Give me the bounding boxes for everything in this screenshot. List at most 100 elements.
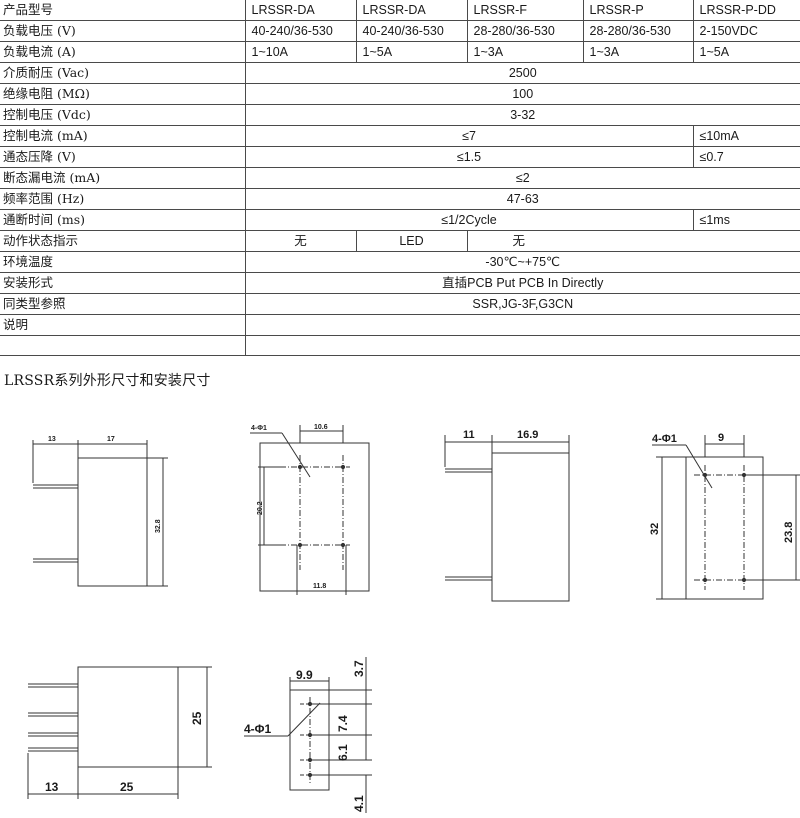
cell-value: 100 xyxy=(244,83,800,105)
cell-value: ≤2 xyxy=(244,167,800,189)
row-label xyxy=(0,335,246,356)
cell-value: 40-240/36-530 xyxy=(244,20,357,42)
row-label: 通断时间 (ms) xyxy=(0,209,246,231)
cell-value: 直插PCB Put PCB In Directly xyxy=(244,272,800,294)
model-name: LRSSR-P-DD xyxy=(692,0,800,21)
dim-label: 4-Φ1 xyxy=(251,425,267,432)
cell-value: ≤1/2Cycle xyxy=(244,209,694,231)
relay-outline xyxy=(289,689,330,791)
model-name: LRSSR-P xyxy=(582,0,694,21)
dim-label: 4-Φ1 xyxy=(652,433,677,445)
row-label: 控制电压 (Vdc) xyxy=(0,104,246,126)
dim-label: 3.7 xyxy=(352,660,366,677)
cell-value: ≤1ms xyxy=(692,209,800,231)
pin-hole xyxy=(340,542,346,548)
drawing-bottom-view-2: 4-Φ1 9 32 23.8 xyxy=(649,432,800,600)
dim-label: 25 xyxy=(190,711,204,725)
table-row: 环境温度 -30℃~+75℃ xyxy=(0,251,800,273)
pin-hole xyxy=(307,701,313,707)
cell-value: 1~3A xyxy=(582,41,694,63)
pin-hole xyxy=(702,472,708,478)
table-row: 控制电压 (Vdc) 3-32 xyxy=(0,104,800,126)
row-label: 动作状态指示 xyxy=(0,230,246,252)
dim-label: 9 xyxy=(718,432,724,444)
cell-value: ≤1.5 xyxy=(244,146,694,168)
dim-label: 17 xyxy=(107,436,115,443)
cell-value: 1~3A xyxy=(466,41,584,63)
dim-label: 13 xyxy=(45,780,59,794)
relay-outline xyxy=(259,442,370,592)
drawing-bottom-view-3: 9.9 3.7 4-Φ1 7.4 6.1 4.1 xyxy=(244,657,372,813)
table-row: 通态压降 (V) ≤1.5 ≤0.7 xyxy=(0,146,800,168)
dimension-drawings: 13 17 32.8 4-Φ1 10.6 20.2 11.8 xyxy=(27,424,800,813)
dim-label: 32 xyxy=(649,523,661,535)
drawing-side-view-1: 13 17 32.8 xyxy=(32,436,168,587)
dim-label: 20.2 xyxy=(257,501,264,515)
pin-hole xyxy=(307,772,313,778)
table-row: 动作状态指示 无 LED 无 xyxy=(0,230,800,252)
cell-value: 2-150VDC xyxy=(692,20,800,42)
table-row: 断态漏电流 (mA) ≤2 xyxy=(0,167,800,189)
pin-hole xyxy=(340,464,346,470)
cell-value: 无 xyxy=(244,230,357,252)
dim-label: 6.1 xyxy=(336,744,350,761)
dim-label: 25 xyxy=(120,780,134,794)
relay-body xyxy=(77,457,148,587)
row-label: 负载电流 (A) xyxy=(0,41,246,63)
drawing-bottom-view-1: 4-Φ1 10.6 20.2 11.8 xyxy=(250,424,370,595)
table-row: 控制电流 (mA) ≤7 ≤10mA xyxy=(0,125,800,147)
leader-line xyxy=(281,432,311,478)
drawing-side-view-2: 11 16.9 xyxy=(444,429,570,602)
leader-line xyxy=(685,444,713,489)
cell-value: 1~10A xyxy=(244,41,357,63)
row-label: 环境温度 xyxy=(0,251,246,273)
table-row: 负载电流 (A) 1~10A 1~5A 1~3A 1~3A 1~5A xyxy=(0,41,800,63)
header-label: 产品型号 xyxy=(0,0,246,21)
row-label: 绝缘电阻 (MΩ) xyxy=(0,83,246,105)
cell-value: 28-280/36-530 xyxy=(466,20,584,42)
cell-value: 无 xyxy=(466,230,800,252)
cell-value: 3-32 xyxy=(244,104,800,126)
table-row xyxy=(0,335,800,356)
model-name: LRSSR-DA xyxy=(244,0,357,21)
dim-label: 23.8 xyxy=(783,522,795,543)
cell-value: ≤10mA xyxy=(692,125,800,147)
dim-label: 9.9 xyxy=(296,668,313,682)
cell-value: 1~5A xyxy=(692,41,800,63)
cell-value: 1~5A xyxy=(355,41,468,63)
header-row: 产品型号 LRSSR-DA LRSSR-DA LRSSR-F LRSSR-P L… xyxy=(0,0,800,21)
cell-value: 28-280/36-530 xyxy=(582,20,694,42)
dim-label: 4.1 xyxy=(352,795,366,812)
model-name: LRSSR-DA xyxy=(355,0,468,21)
row-label: 断态漏电流 (mA) xyxy=(0,167,246,189)
table-row: 通断时间 (ms) ≤1/2Cycle ≤1ms xyxy=(0,209,800,231)
table-row: 同类型参照 SSR,JG-3F,G3CN xyxy=(0,293,800,315)
dim-label: 11.8 xyxy=(313,583,326,590)
dim-label: 11 xyxy=(463,429,475,441)
leader-line xyxy=(287,702,321,737)
cell-value: LED xyxy=(355,230,468,252)
cell-value: 47-63 xyxy=(244,188,800,210)
cell-value xyxy=(244,314,800,336)
row-label: 安装形式 xyxy=(0,272,246,294)
cell-value: ≤0.7 xyxy=(692,146,800,168)
pin-hole xyxy=(307,757,313,763)
relay-body xyxy=(77,666,179,768)
pin-hole xyxy=(297,542,303,548)
row-label: 说明 xyxy=(0,314,246,336)
section-title: LRSSR系列外形尺寸和安装尺寸 xyxy=(4,373,211,389)
model-name: LRSSR-F xyxy=(466,0,584,21)
row-label: 控制电流 (mA) xyxy=(0,125,246,147)
dim-label: 10.6 xyxy=(314,424,328,431)
table-row: 绝缘电阻 (MΩ) 100 xyxy=(0,83,800,105)
table-row: 介质耐压 (Vac) 2500 xyxy=(0,62,800,84)
table-row: 安装形式 直插PCB Put PCB In Directly xyxy=(0,272,800,294)
cell-value: -30℃~+75℃ xyxy=(244,251,800,273)
cell-value xyxy=(244,335,800,356)
table-row: 说明 xyxy=(0,314,800,336)
cell-value: 40-240/36-530 xyxy=(355,20,468,42)
row-label: 频率范围 (Hz) xyxy=(0,188,246,210)
pin-hole xyxy=(297,464,303,470)
dim-label: 7.4 xyxy=(336,715,350,732)
dim-label: 13 xyxy=(48,436,56,443)
